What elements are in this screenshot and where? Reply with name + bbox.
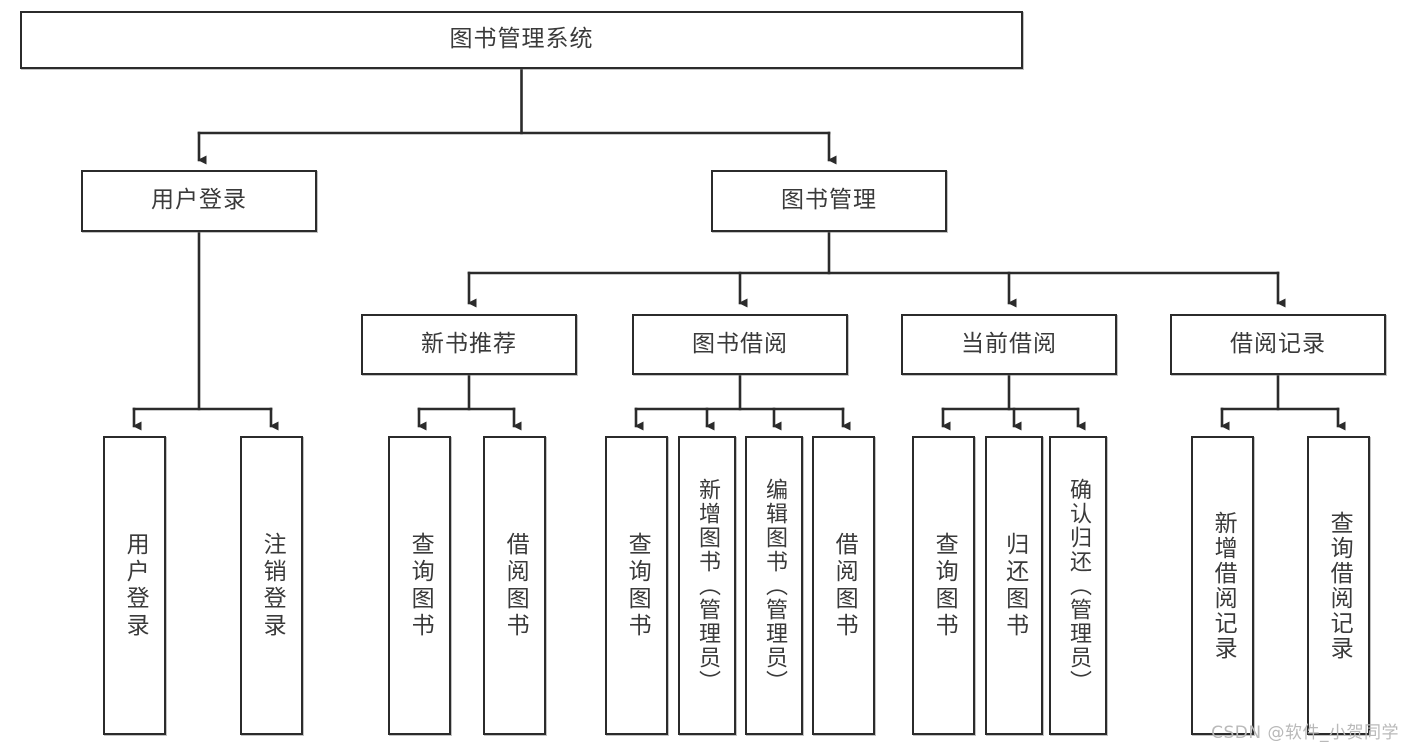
watermark-text: CSDN @软件_小贺同学	[1211, 723, 1399, 743]
node-leaf-query-book-recommend[interactable]: 查询图书	[388, 436, 451, 735]
node-book-management[interactable]: 图书管理	[711, 170, 947, 232]
node-leaf-add-record[interactable]: 新增借阅记录	[1191, 436, 1254, 735]
node-leaf-edit-book[interactable]: 编辑图书（管理员）	[745, 436, 803, 735]
node-new-book-recommend-label: 新书推荐	[421, 330, 517, 357]
node-leaf-borrow-book-recommend-label: 借阅图书	[502, 531, 529, 640]
node-borrow-record-label: 借阅记录	[1230, 330, 1326, 357]
node-leaf-confirm-return-label: 确认归还（管理员）	[1065, 477, 1091, 694]
node-leaf-add-book[interactable]: 新增图书（管理员）	[678, 436, 736, 735]
node-user-login-label: 用户登录	[151, 187, 247, 214]
node-leaf-query-record-label: 查询借阅记录	[1326, 510, 1353, 661]
node-leaf-query-record[interactable]: 查询借阅记录	[1307, 436, 1370, 735]
node-leaf-user-login-label: 用户登录	[122, 531, 149, 640]
node-new-book-recommend[interactable]: 新书推荐	[361, 314, 577, 375]
node-leaf-add-record-label: 新增借阅记录	[1210, 510, 1237, 661]
node-book-management-label: 图书管理	[781, 187, 877, 214]
node-leaf-return-book[interactable]: 归还图书	[985, 436, 1043, 735]
node-leaf-return-book-label: 归还图书	[1001, 531, 1028, 640]
node-book-borrow-label: 图书借阅	[692, 330, 788, 357]
node-leaf-borrow-book-label: 借阅图书	[831, 531, 858, 640]
node-root-label: 图书管理系统	[449, 26, 594, 53]
node-leaf-query-book-current[interactable]: 查询图书	[912, 436, 975, 735]
node-leaf-user-logout[interactable]: 注销登录	[240, 436, 303, 735]
node-leaf-query-book-recommend-label: 查询图书	[407, 531, 434, 640]
node-leaf-edit-book-label: 编辑图书（管理员）	[761, 477, 787, 694]
node-root[interactable]: 图书管理系统	[20, 11, 1023, 69]
node-current-borrow-label: 当前借阅	[961, 330, 1057, 357]
node-user-login[interactable]: 用户登录	[81, 170, 317, 232]
node-leaf-borrow-book-recommend[interactable]: 借阅图书	[483, 436, 546, 735]
node-borrow-record[interactable]: 借阅记录	[1170, 314, 1386, 375]
node-leaf-borrow-book[interactable]: 借阅图书	[812, 436, 875, 735]
node-current-borrow[interactable]: 当前借阅	[901, 314, 1117, 375]
node-leaf-user-login[interactable]: 用户登录	[103, 436, 166, 735]
node-leaf-query-book-label: 查询图书	[624, 531, 651, 640]
node-leaf-query-book-current-label: 查询图书	[931, 531, 958, 640]
node-leaf-confirm-return[interactable]: 确认归还（管理员）	[1049, 436, 1107, 735]
node-book-borrow[interactable]: 图书借阅	[632, 314, 848, 375]
node-leaf-query-book[interactable]: 查询图书	[605, 436, 668, 735]
node-leaf-add-book-label: 新增图书（管理员）	[694, 477, 720, 694]
node-leaf-user-logout-label: 注销登录	[259, 531, 286, 640]
